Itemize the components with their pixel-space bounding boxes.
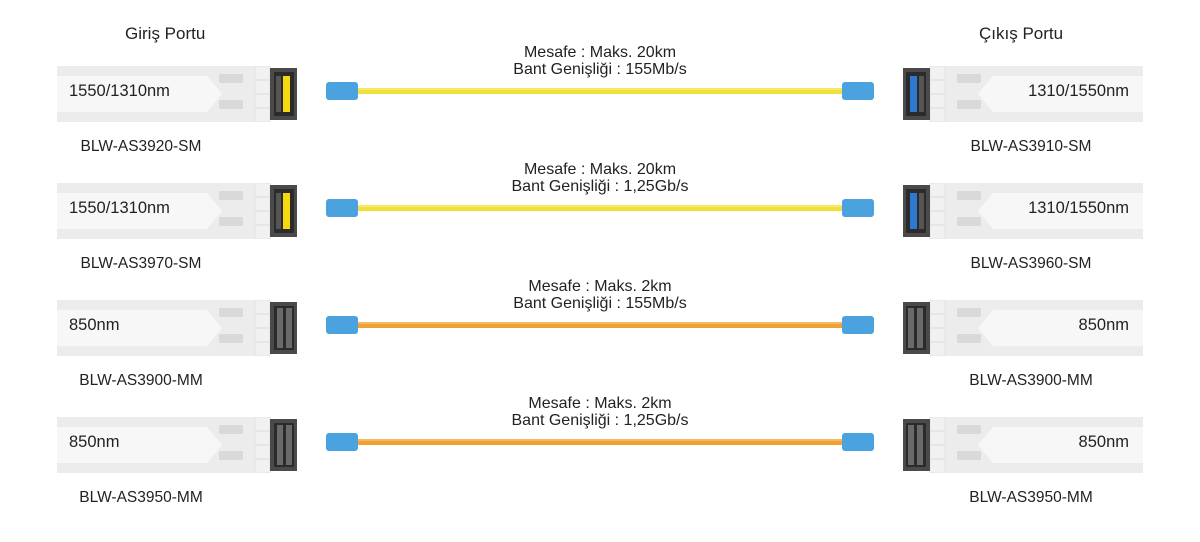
output-model-label: BLW-AS3910-SM [970,138,1092,155]
fiber-cable [326,82,874,100]
left-connector [326,82,358,100]
fiber-cable [326,316,874,334]
output-model-label: BLW-AS3900-MM [969,372,1093,389]
fiber-cable [326,199,874,217]
input-port-header: Giriş Portu [125,24,206,43]
output-model-label: BLW-AS3960-SM [970,255,1092,272]
input-sfp-module: 850nm [57,300,297,356]
output-model-label: BLW-AS3950-MM [969,489,1093,506]
distance-label: Mesafe : Maks. 20km [523,44,677,61]
output-sfp-module: 850nm [903,300,1143,356]
output-sfp-module: 850nm [903,417,1143,473]
fiber-line [354,439,846,445]
input-wavelength: 1550/1310nm [69,82,170,100]
bandwidth-label: Bant Genişliği : 1,25Gb/s [511,412,689,429]
link-row: 1550/1310nm 1310/1550nm Mesafe : Maks. 20k… [0,161,1200,300]
distance-label: Mesafe : Maks. 20km [523,161,677,178]
fiber-line [354,205,846,211]
bandwidth-label: Bant Genişliği : 1,25Gb/s [511,178,689,195]
output-sfp-module: 1310/1550nm [903,183,1143,239]
output-wavelength: 1310/1550nm [1028,82,1129,100]
output-wavelength: 850nm [1078,316,1129,334]
bandwidth-label: Bant Genişliği : 155Mb/s [513,295,687,312]
right-connector [842,82,874,100]
fiber-cable [326,433,874,451]
input-model-label: BLW-AS3920-SM [80,138,202,155]
left-connector [326,316,358,334]
input-wavelength: 850nm [69,316,120,334]
output-port-header: Çıkış Portu [979,24,1064,43]
distance-label: Mesafe : Maks. 2km [528,278,672,295]
input-model-label: BLW-AS3970-SM [80,255,202,272]
left-connector [326,199,358,217]
input-sfp-module: 1550/1310nm [57,66,297,122]
right-connector [842,316,874,334]
left-connector [326,433,358,451]
output-wavelength: 850nm [1078,433,1129,451]
input-wavelength: 850nm [69,433,120,451]
input-model-label: BLW-AS3900-MM [79,372,203,389]
output-sfp-module: 1310/1550nm [903,66,1143,122]
input-sfp-module: 850nm [57,417,297,473]
input-wavelength: 1550/1310nm [69,199,170,217]
output-wavelength: 1310/1550nm [1028,199,1129,217]
fiber-line [354,322,846,328]
input-sfp-module: 1550/1310nm [57,183,297,239]
distance-label: Mesafe : Maks. 2km [528,395,672,412]
bandwidth-label: Bant Genişliği : 155Mb/s [513,61,687,78]
fiber-line [354,88,846,94]
right-connector [842,199,874,217]
input-model-label: BLW-AS3950-MM [79,489,203,506]
right-connector [842,433,874,451]
